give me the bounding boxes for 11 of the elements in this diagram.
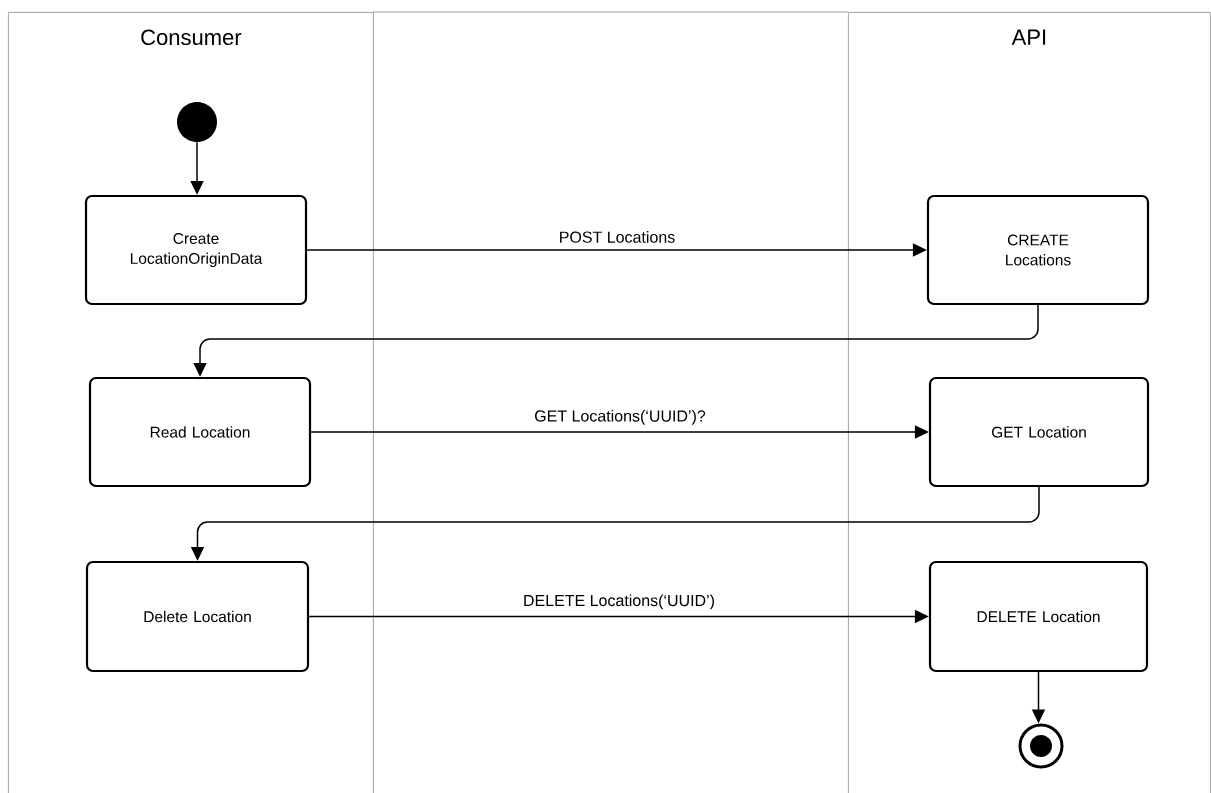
- final-node: [1018, 723, 1064, 769]
- action-box: Create LocationOriginData: [84, 194, 308, 306]
- action-box: GET Location: [928, 376, 1150, 488]
- edge-label: POST Locations: [560, 231, 675, 243]
- start-node: [177, 102, 217, 142]
- action-box: Read Location: [88, 376, 312, 488]
- action-box: DELETE Location: [928, 560, 1149, 673]
- edge-label: DELETE Locations(‘UUID’): [524, 594, 714, 610]
- edge-label: GET Locations(‘UUID’)?: [535, 409, 706, 425]
- action-box: CREATE Locations: [926, 194, 1150, 306]
- action-box: Delete Location: [85, 560, 310, 673]
